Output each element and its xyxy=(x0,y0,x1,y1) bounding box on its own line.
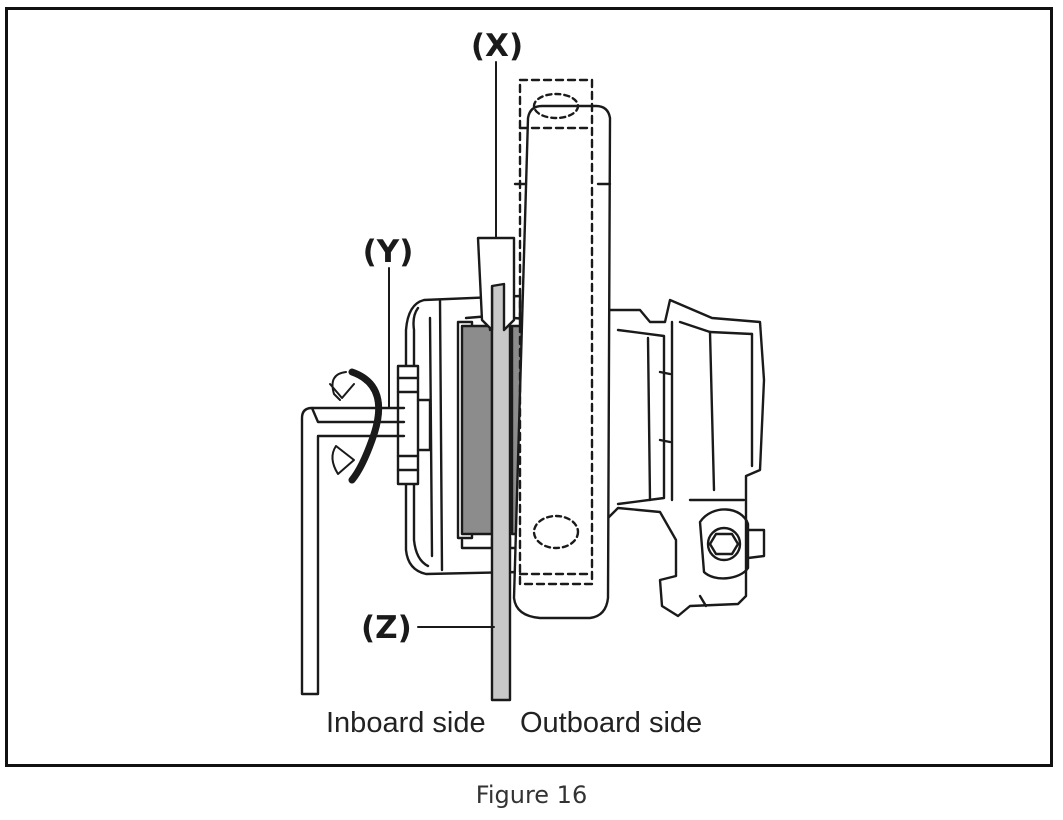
mounting-bracket xyxy=(598,298,766,618)
leader-lines xyxy=(388,61,497,628)
label-z: (Z) xyxy=(361,610,412,646)
label-outboard-side: Outboard side xyxy=(520,707,702,739)
figure-frame: (X) (Y) (Z) Inboard side Outboard side xyxy=(5,7,1053,767)
rotation-arrow-icon xyxy=(329,368,383,484)
label-x: (X) xyxy=(471,28,523,64)
caliper-diagram: (X) (Y) (Z) Inboard side Outboard side xyxy=(300,28,766,739)
figure-caption: Figure 16 xyxy=(475,781,588,809)
inboard-brake-pad xyxy=(456,314,494,550)
pad-spacer xyxy=(476,236,516,332)
caliper-body-outboard xyxy=(512,78,612,620)
pad-adjust-screw xyxy=(396,364,432,486)
label-inboard-side: Inboard side xyxy=(326,707,486,739)
hex-key-icon xyxy=(300,406,406,696)
brake-rotor xyxy=(490,278,512,702)
hex-bolt-icon xyxy=(698,508,766,580)
label-y: (Y) xyxy=(363,234,414,270)
